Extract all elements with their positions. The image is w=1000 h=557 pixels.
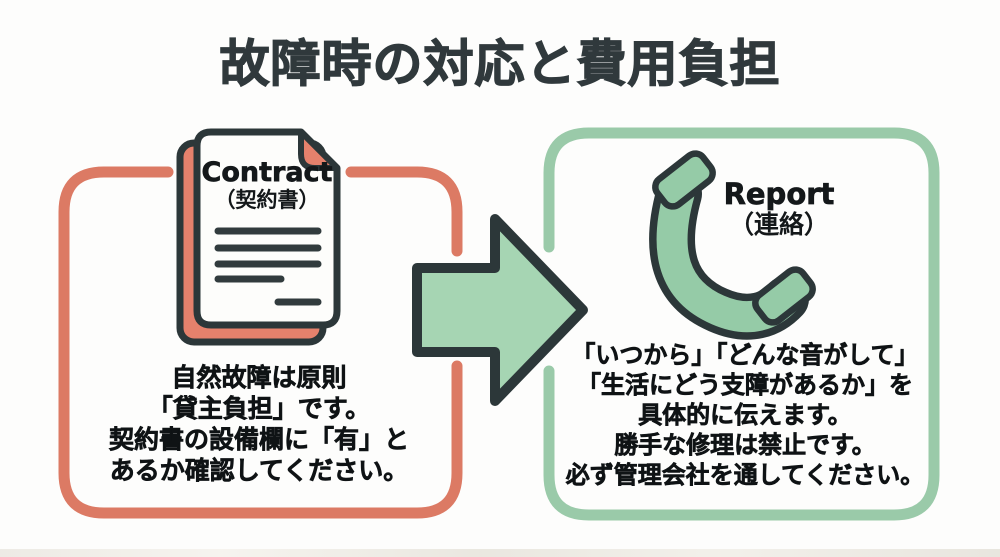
text-line: 「いつから」「どんな音がして」 — [571, 341, 919, 370]
right-panel-border — [543, 127, 940, 521]
report-label-ja: （連絡） — [728, 210, 829, 239]
text-line: 契約書の設備欄に「有」と — [108, 425, 410, 455]
contract-document-icon — [176, 128, 341, 346]
phone-handset-icon — [649, 150, 816, 340]
text-line: 「生活にどう支障があるか」を — [577, 371, 914, 400]
arrow-right-icon — [412, 214, 588, 406]
document-text-lines — [214, 227, 322, 306]
text-line: あるか確認してください。 — [109, 456, 409, 486]
text-line: 「貸主負担」です。 — [147, 394, 371, 424]
contract-label: Contract （契約書） — [197, 157, 337, 212]
footer-strip — [0, 549, 1000, 557]
text-line: 具体的に伝えます。 — [638, 401, 852, 430]
left-panel-border — [58, 166, 463, 519]
contract-label-en: Contract — [201, 157, 333, 188]
left-panel-text: 自然故障は原則 「貸主負担」です。 契約書の設備欄に「有」と あるか確認してくだ… — [62, 362, 456, 486]
text-line: 勝手な修理は禁止です。 — [614, 431, 876, 460]
report-label: Report （連絡） — [700, 177, 858, 239]
page-title: 故障時の対応と費用負担 — [219, 34, 781, 93]
text-line: 必ず管理会社を通してください。 — [565, 461, 925, 490]
text-line: 自然故障は原則 — [171, 363, 347, 393]
contract-label-ja: （契約書） — [214, 188, 320, 212]
report-label-en: Report — [723, 177, 835, 211]
right-panel-text: 「いつから」「どんな音がして」 「生活にどう支障があるか」を 具体的に伝えます。… — [549, 340, 941, 490]
